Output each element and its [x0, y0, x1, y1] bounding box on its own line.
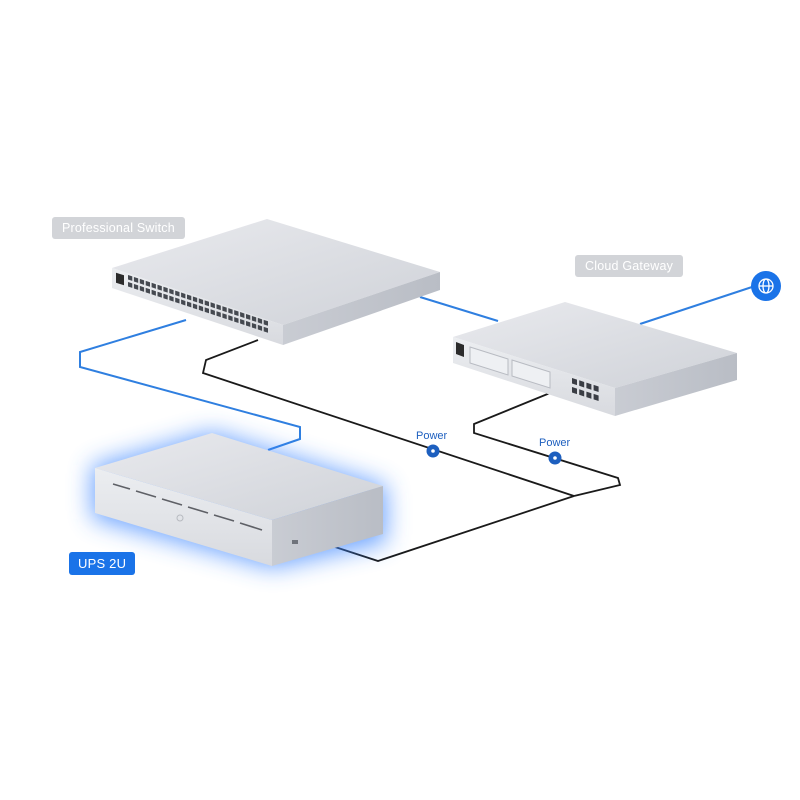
- port: [198, 298, 204, 305]
- ups-logo-icon: [176, 514, 184, 522]
- port: [210, 302, 215, 309]
- gateway-display: [456, 342, 464, 357]
- port: [228, 308, 233, 315]
- power-dot-icon: [431, 449, 435, 453]
- gateway-label: Cloud Gateway: [575, 255, 684, 277]
- ups-vent-slots: [112, 483, 263, 531]
- port: [187, 301, 192, 308]
- port: [181, 299, 186, 306]
- gateway-top-face: [453, 302, 737, 388]
- port: [251, 315, 257, 322]
- ups-top-face: [95, 433, 383, 520]
- power-label-1: Power: [416, 430, 448, 442]
- port: [222, 313, 227, 320]
- port: [586, 382, 592, 390]
- port: [572, 378, 577, 386]
- port: [257, 324, 263, 331]
- port: [222, 306, 227, 313]
- port: [175, 297, 180, 304]
- port: [263, 326, 268, 333]
- port: [192, 303, 198, 310]
- power-node-2: [548, 451, 562, 465]
- port: [234, 310, 239, 317]
- port: [157, 284, 162, 291]
- port: [593, 384, 599, 393]
- gateway-port-array: [572, 378, 599, 402]
- port: [593, 393, 599, 402]
- port: [151, 289, 156, 296]
- ups-label: UPS 2U: [69, 552, 136, 575]
- port: [246, 314, 251, 320]
- port: [579, 380, 585, 388]
- port: [263, 319, 268, 326]
- port: [157, 291, 162, 298]
- port: [198, 305, 204, 312]
- switch-port-array: [128, 275, 268, 333]
- port: [204, 307, 209, 314]
- power-label-2: Power: [539, 437, 571, 449]
- port: [133, 283, 139, 290]
- gateway-drive-bay-2: [511, 359, 551, 389]
- port: [572, 387, 577, 395]
- port: [246, 321, 251, 327]
- globe-icon: [758, 278, 774, 294]
- port: [586, 391, 592, 399]
- professional-switch-device[interactable]: [112, 219, 440, 345]
- power-cables: [201, 339, 622, 562]
- internet-node[interactable]: [751, 271, 781, 301]
- port: [169, 288, 174, 295]
- switch-power-cable: [201, 339, 575, 497]
- gateway-to-internet-cable: [639, 286, 753, 325]
- switch-side-face: [283, 272, 440, 345]
- port: [133, 276, 139, 283]
- port: [192, 296, 198, 303]
- gateway-power-cable: [473, 392, 622, 497]
- switch-display: [116, 272, 124, 286]
- port: [181, 292, 186, 299]
- port: [240, 319, 245, 325]
- port: [251, 322, 257, 329]
- switch-to-gateway-data-cable: [419, 296, 499, 322]
- gateway-side-face: [615, 353, 737, 416]
- port: [216, 304, 221, 311]
- port: [240, 312, 245, 318]
- ups-power-cable: [331, 495, 575, 562]
- ups-side-face: [272, 486, 383, 566]
- port: [169, 295, 174, 302]
- switch-label: Professional Switch: [52, 217, 185, 239]
- ups-2u-device[interactable]: [92, 432, 386, 568]
- port: [175, 290, 180, 297]
- port: [234, 317, 239, 324]
- port: [163, 286, 168, 293]
- port: [257, 317, 263, 324]
- data-cables: [79, 286, 753, 451]
- port: [163, 293, 168, 300]
- switch-to-ups-data-cable: [79, 319, 301, 451]
- port: [145, 287, 150, 294]
- port: [216, 311, 221, 318]
- cloud-gateway-device[interactable]: [453, 302, 737, 416]
- port: [187, 294, 192, 301]
- power-dot-icon: [553, 456, 557, 460]
- port: [210, 309, 215, 316]
- port: [128, 275, 133, 281]
- port: [145, 280, 150, 287]
- gateway-drive-bay-1: [469, 346, 509, 376]
- port: [128, 282, 133, 288]
- port: [151, 282, 156, 289]
- port: [139, 285, 145, 292]
- port: [139, 278, 145, 285]
- switch-top-face: [112, 219, 440, 325]
- port: [228, 315, 233, 322]
- ups-status-light: [292, 540, 298, 544]
- port: [579, 389, 585, 397]
- port: [204, 300, 209, 307]
- power-node-1: [426, 444, 440, 458]
